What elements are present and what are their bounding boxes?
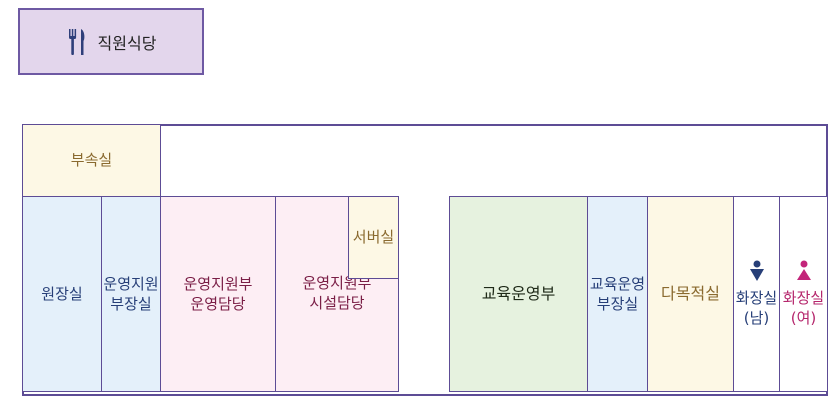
room-multipurpose-label: 다목적실 <box>661 284 720 304</box>
room-restroom-men: 화장실 (남) <box>733 196 780 392</box>
room-director-label: 원장실 <box>41 284 83 303</box>
cafeteria-legend: 직원식당 <box>18 8 204 75</box>
room-education-head-label-1: 교육운영 <box>589 274 646 293</box>
room-operations-head: 운영지원 부장실 <box>101 196 161 392</box>
room-education-label: 교육운영부 <box>481 284 556 304</box>
restroom-men-label-1: 화장실 <box>735 288 778 307</box>
restroom-women-label-1: 화장실 <box>782 288 825 307</box>
room-operations-admin-label-2: 운영담당 <box>190 295 246 313</box>
legend-label: 직원식당 <box>97 33 157 53</box>
room-busok-label: 부속실 <box>70 151 113 170</box>
room-busok: 부속실 <box>22 124 161 197</box>
restroom-women-label-2: (여) <box>790 309 817 327</box>
room-education-head: 교육운영 부장실 <box>587 196 648 392</box>
room-education-head-label-2: 부장실 <box>596 295 639 313</box>
restroom-men-label-2: (남) <box>743 309 770 327</box>
room-facilities-label-2: 시설담당 <box>309 294 365 313</box>
room-operations-admin-label-1: 운영지원부 <box>183 274 253 293</box>
room-operations-head-label-2: 부장실 <box>110 295 152 313</box>
room-restroom-women: 화장실 (여) <box>779 196 828 392</box>
room-server: 서버실 <box>348 196 399 279</box>
fork-knife-icon <box>68 28 84 55</box>
room-operations-admin: 운영지원부 운영담당 <box>160 196 276 392</box>
room-multipurpose: 다목적실 <box>647 196 734 392</box>
female-person-icon <box>796 260 811 280</box>
room-education: 교육운영부 <box>449 196 588 392</box>
room-director: 원장실 <box>22 196 102 392</box>
male-person-icon <box>749 260 764 281</box>
room-operations-head-label-1: 운영지원 <box>103 274 159 293</box>
room-server-label: 서버실 <box>352 228 395 247</box>
